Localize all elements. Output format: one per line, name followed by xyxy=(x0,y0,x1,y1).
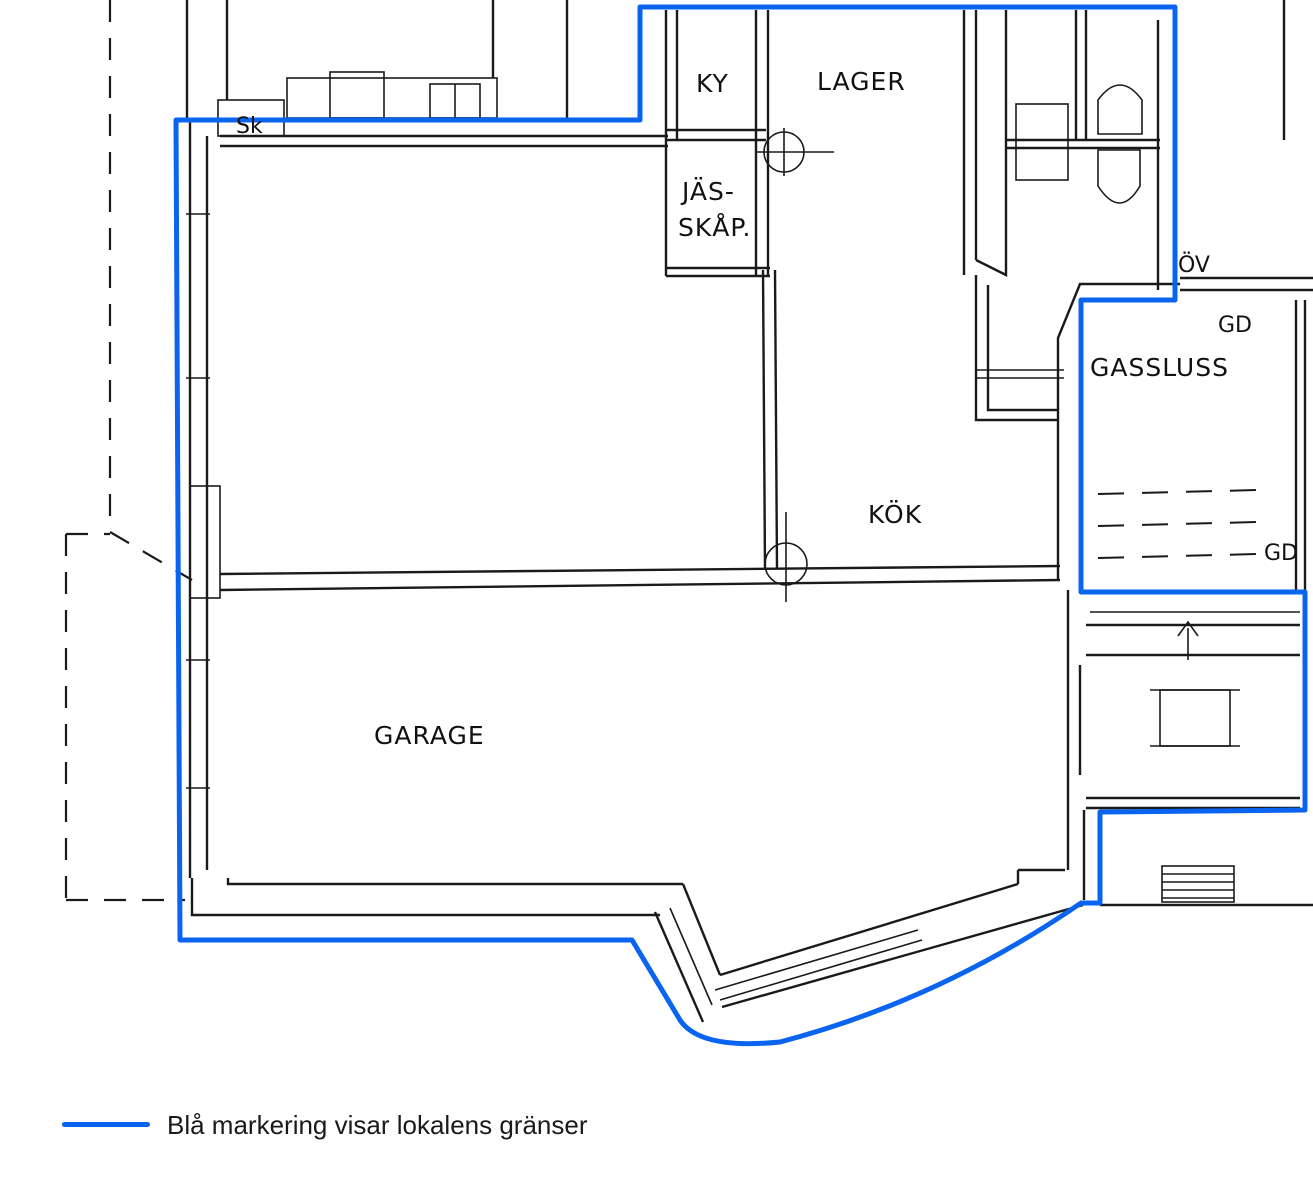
exterior-walls xyxy=(186,120,1084,1023)
label-ky: KY xyxy=(696,69,729,98)
label-kok: KÖK xyxy=(868,500,922,529)
label-jasskap-1: JÄS- xyxy=(680,177,735,206)
label-gd-top: GD xyxy=(1218,313,1252,338)
label-ov: ÖV xyxy=(1178,252,1210,278)
dashed-outline xyxy=(64,0,193,902)
legend-label: Blå markering visar lokalens gränser xyxy=(167,1110,588,1140)
label-gd-bottom: GD xyxy=(1264,541,1298,566)
label-gassluss: GASSLUSS xyxy=(1090,353,1229,382)
boundary-marking xyxy=(173,4,1308,1047)
label-garage: GARAGE xyxy=(374,721,485,750)
label-sk: Sk xyxy=(236,114,263,139)
label-jasskap-2: SKÅP. xyxy=(678,213,752,242)
label-lager: LAGER xyxy=(817,67,906,96)
room-labels: KY LAGER JÄS- SKÅP. KÖK GARAGE GASSLUSS … xyxy=(236,67,1298,750)
interior-walls xyxy=(219,0,1313,907)
legend-line xyxy=(62,1122,150,1127)
